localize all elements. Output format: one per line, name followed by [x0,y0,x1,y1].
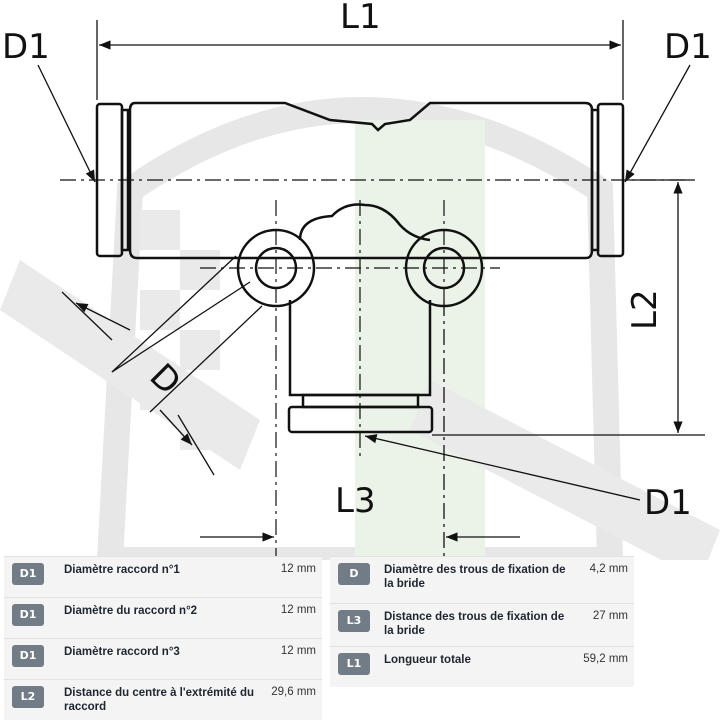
spec-label: Distance des trous de fixation de la bri… [384,611,565,637]
spec-row-l3: L3 Distance des trous de fixation de la … [330,603,634,646]
spec-label: Diamètre raccord n°1 [64,564,180,576]
watermark-logo [0,97,720,560]
spec-row-d1-1: D1 Diamètre raccord n°1 12 mm [4,556,322,597]
spec-label: Diamètre des trous de fixation de la bri… [384,564,566,590]
spec-value: 27 mm [592,610,628,622]
label-d1-left: D1 [2,27,50,67]
spec-value: 59,2 mm [583,653,628,665]
spec-code-badge: D1 [12,645,44,667]
spec-code-badge: D [338,563,370,585]
spec-code-badge: D1 [12,604,44,626]
spec-code-badge: L2 [12,686,44,708]
spec-row-l1: L1 Longueur totale 59,2 mm [330,646,634,687]
spec-row-d1-3: D1 Diamètre raccord n°3 12 mm [4,638,322,679]
spec-value: 29,6 mm [271,686,316,698]
spec-label: Longueur totale [384,654,471,666]
spec-value: 4,2 mm [589,563,628,575]
spec-label: Diamètre raccord n°3 [64,646,180,658]
spec-code-badge: L3 [338,610,370,632]
spec-row-d: D Diamètre des trous de fixation de la b… [330,556,634,603]
label-l2: L2 [625,289,665,330]
spec-value: 12 mm [280,604,316,616]
label-d1-bottom: D1 [644,483,692,523]
spec-row-d1-2: D1 Diamètre du raccord n°2 12 mm [4,597,322,638]
label-l3: L3 [335,481,376,521]
spec-label: Distance du centre à l'extrémité du racc… [64,687,254,713]
technical-drawing: L1 D1 D1 L2 D L3 D1 [0,0,720,560]
spec-code-badge: L1 [338,653,370,675]
spec-table: D1 Diamètre raccord n°1 12 mm D1 Diamètr… [0,556,720,720]
spec-row-l2: L2 Distance du centre à l'extrémité du r… [4,679,322,720]
dimension-lines [37,20,705,560]
spec-value: 12 mm [280,645,316,657]
label-d1-right: D1 [664,27,712,67]
center-lines [60,179,690,560]
spec-value: 12 mm [280,563,316,575]
spec-label: Diamètre du raccord n°2 [64,605,198,617]
spec-code-badge: D1 [12,563,44,585]
label-l1: L1 [340,0,381,37]
